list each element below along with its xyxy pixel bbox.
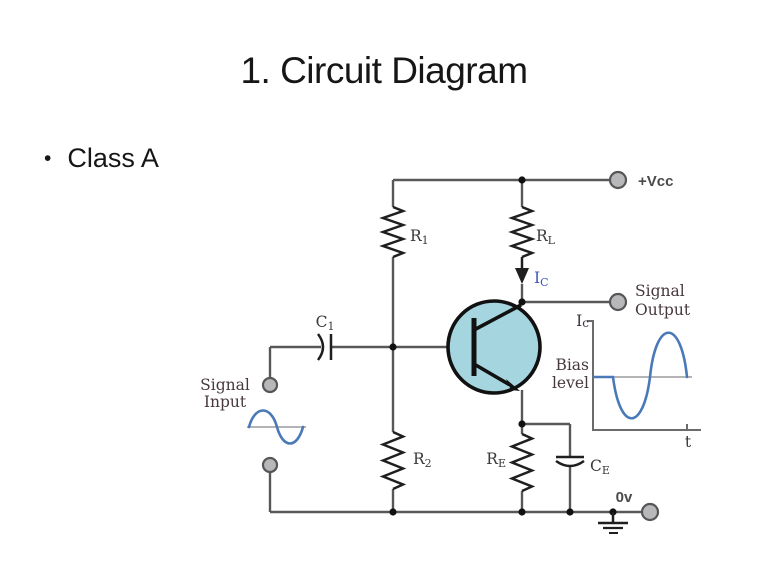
- signal-output-terminal: [608, 292, 628, 312]
- graph-x-axis-label: t: [685, 433, 692, 451]
- arrow-head-icon: [515, 268, 529, 284]
- input-waveform: [247, 409, 306, 445]
- junction-dot: [389, 508, 397, 516]
- vcc-terminal: [608, 170, 628, 190]
- bias-level-label-line2: level: [552, 374, 589, 392]
- ce-capacitor-curved-plate: [555, 459, 585, 468]
- terminals: [261, 170, 660, 522]
- ground-terminal: [640, 502, 660, 522]
- input-sine-wave: [247, 409, 305, 445]
- collector-current-arrow: [515, 257, 529, 284]
- labels: +Vcc 0v R1 RL R2 RE C1 CE IC Signal Inpu…: [200, 173, 692, 506]
- re-resistor: [508, 432, 536, 493]
- junction-dot: [518, 176, 526, 184]
- signal-input-label-line1: Signal: [200, 376, 250, 394]
- capacitors: [316, 333, 585, 468]
- rl-resistor: [508, 205, 536, 259]
- signal-output-label-line1: Signal: [635, 282, 685, 300]
- re-label: RE: [486, 450, 506, 470]
- signal-input-label-line2: Input: [204, 393, 247, 411]
- wires: [268, 178, 642, 514]
- transistor-collector-line: [473, 303, 522, 332]
- junction-dot: [518, 298, 526, 306]
- vcc-label: +Vcc: [638, 173, 673, 190]
- bullet-text: Class A: [67, 143, 159, 173]
- ce-label: CE: [590, 457, 610, 477]
- signal-input-bottom-terminal: [261, 456, 279, 474]
- graph-y-axis-label: Ic: [576, 312, 589, 330]
- bullet-icon: •: [44, 147, 52, 170]
- r1-resistor: [379, 205, 407, 259]
- c1-capacitor-curved-plate: [316, 333, 325, 361]
- c1-label: C1: [316, 313, 335, 333]
- junction-dot: [566, 508, 574, 516]
- r1-label: R1: [410, 227, 429, 247]
- transistor-body: [446, 299, 542, 395]
- junction-dots: [389, 176, 617, 516]
- page-title: 1. Circuit Diagram: [240, 50, 528, 91]
- r2-resistor: [379, 430, 407, 491]
- collector-current-label: IC: [534, 269, 549, 289]
- bullet-item: • Class A: [44, 143, 159, 174]
- zero-volt-label: 0v: [616, 489, 633, 506]
- resistors: [379, 205, 536, 493]
- graph-axes: [587, 320, 701, 431]
- r2-label: R2: [413, 450, 432, 470]
- junction-dot: [518, 508, 526, 516]
- rl-label: RL: [536, 227, 556, 247]
- bias-level-label-line1: Bias: [555, 356, 589, 374]
- transistor-emitter-line: [473, 362, 511, 387]
- ground-icon: [598, 512, 628, 534]
- signal-output-label-line2: Output: [635, 301, 691, 319]
- junction-dot: [389, 343, 397, 351]
- transistor-emitter-arrow-icon: [506, 379, 520, 391]
- junction-dot: [518, 420, 526, 428]
- output-sine-wave: [592, 331, 689, 420]
- transistor: [446, 299, 542, 395]
- signal-input-top-terminal: [261, 376, 279, 394]
- output-graph: [587, 320, 701, 431]
